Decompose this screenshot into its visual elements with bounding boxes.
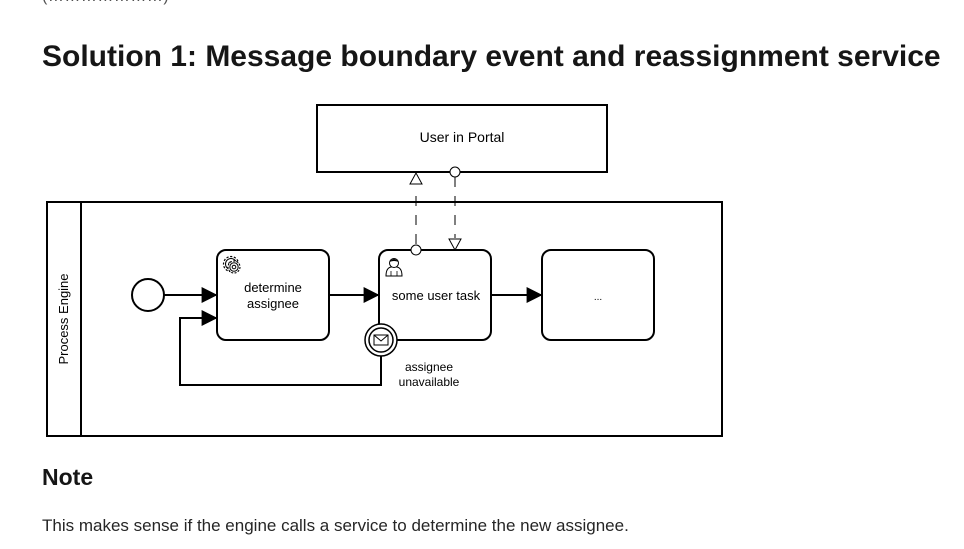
task-next[interactable]: ... [541, 249, 655, 341]
pool-process-engine[interactable]: Process Engine [46, 201, 723, 437]
task-some-user-task[interactable]: some user task [378, 249, 492, 341]
page-title: Solution 1: Message boundary event and r… [42, 40, 941, 73]
external-participant-user-in-portal[interactable]: User in Portal [316, 104, 608, 173]
note-heading: Note [42, 464, 94, 490]
task-label: some user task [392, 288, 481, 303]
page-top-fragment: (…………………) [42, 0, 169, 6]
message-flow-portal-to-task[interactable] [448, 166, 462, 252]
message-flow-task-to-portal[interactable] [409, 171, 423, 256]
start-event[interactable] [131, 278, 165, 312]
boundary-event-label-line-2: unavailable [399, 375, 460, 389]
task-label-line-2: assignee [247, 296, 299, 311]
boundary-event-label-line-1: assignee [405, 360, 453, 374]
task-label-line-1: determine [244, 280, 302, 295]
gear-icon [222, 255, 241, 274]
task-label: ... [594, 292, 602, 303]
envelope-icon [373, 334, 389, 346]
note-text: This makes sense if the engine calls a s… [42, 516, 629, 535]
pool-label: Process Engine [56, 273, 71, 364]
boundary-message-event[interactable] [364, 323, 398, 357]
task-determine-assignee[interactable]: determine assignee [216, 249, 330, 341]
external-participant-label: User in Portal [420, 129, 505, 145]
flow-boundary-loop-back[interactable] [179, 310, 382, 386]
user-icon [385, 258, 403, 277]
